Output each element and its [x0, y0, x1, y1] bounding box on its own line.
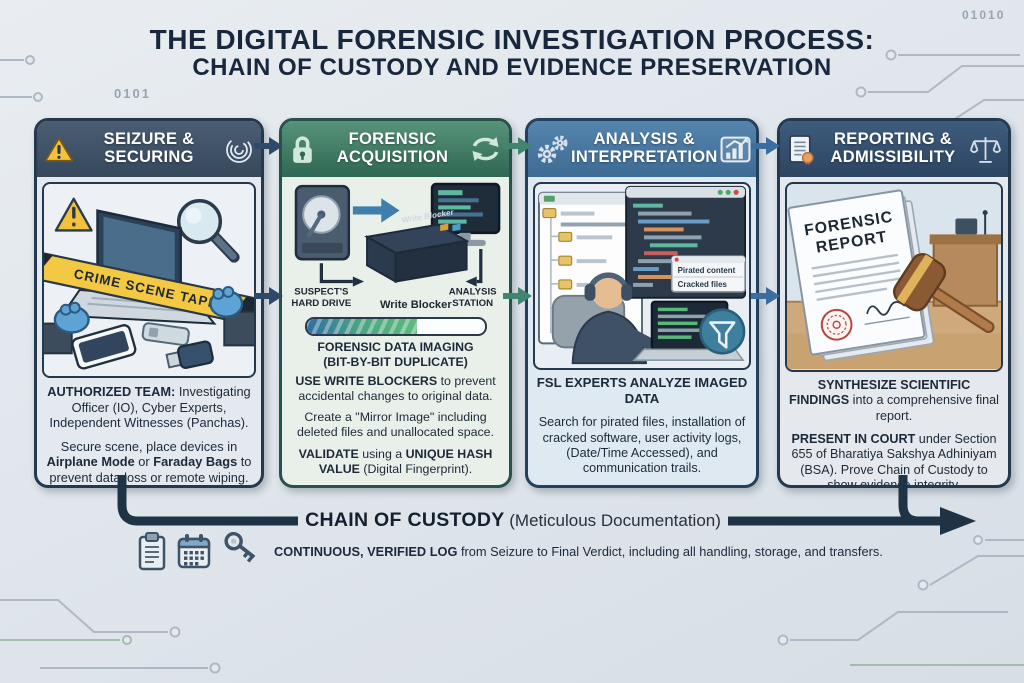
- station-label-line2: STATION: [452, 298, 493, 309]
- usb-stick-flat: [141, 322, 190, 346]
- document-seal-icon: [787, 134, 816, 165]
- forensic-report-stack: FORENSIC REPORT: [787, 189, 935, 362]
- arrow-step3-to-step4-top: [751, 137, 780, 155]
- panel1-paragraph-1: AUTHORIZED TEAM: Investigating Officer (…: [47, 384, 251, 431]
- panel3-title: ANALYSIS & INTERPRETATION: [571, 130, 718, 166]
- usb-flash-drive: [165, 340, 214, 369]
- magnifier-icon: [176, 199, 240, 263]
- log-icons: [136, 531, 260, 571]
- findings-popup: Pirated content Cracked files: [670, 255, 746, 293]
- title-line-1: THE DIGITAL FORENSIC INVESTIGATION PROCE…: [149, 24, 875, 55]
- chain-arrowhead: [940, 507, 976, 535]
- imaging-caption-line2: (BIT-BY-BIT DUPLICATE): [323, 354, 468, 369]
- panel3-illustration: Pirated content Cracked files: [533, 182, 751, 370]
- panel-analysis-interpretation: ANALYSIS & INTERPRETATION: [525, 118, 759, 488]
- padlock-icon: [289, 134, 316, 165]
- binary-text-left: 0101: [114, 86, 151, 101]
- imaging-progress-bar: [304, 317, 487, 336]
- page-title: THE DIGITAL FORENSIC INVESTIGATION PROCE…: [0, 24, 1024, 82]
- scales-of-justice-icon: [970, 134, 1001, 165]
- panel2-text: USE WRITE BLOCKERS to prevent accidental…: [282, 369, 509, 485]
- panel3-paragraph-1: Search for pirated files, installation o…: [538, 415, 746, 476]
- small-warning-icon: [54, 197, 93, 232]
- arrow-step1-to-step2-bottom: [254, 287, 283, 305]
- panel3-text: FSL EXPERTS ANALYZE IMAGED DATA Search f…: [528, 370, 756, 486]
- panel-seizure-securing: SEIZURE & SECURING: [34, 118, 264, 488]
- panel3-paragraph-2: Maintain full documentation.: [536, 485, 748, 486]
- hdd-label-line2: HARD DRIVE: [291, 298, 351, 309]
- calendar-icon: [177, 534, 211, 569]
- imaging-progress-fill: [306, 319, 417, 334]
- arrow-step3-to-step4-bottom: [751, 287, 780, 305]
- verified-log-row: CONTINUOUS, VERIFIED LOG from Seizure to…: [136, 530, 883, 572]
- panel2-illustration: Write Blocker SUSPECT'S HARD DRIVE Write…: [286, 180, 505, 312]
- panel1-text: AUTHORIZED TEAM: Investigating Officer (…: [37, 378, 261, 486]
- imaging-caption: FORENSIC DATA IMAGING (BIT-BY-BIT DUPLIC…: [282, 340, 509, 369]
- panel4-text: SYNTHESIZE SCIENTIFIC FINDINGS into a co…: [780, 372, 1008, 488]
- chain-of-custody-label: CHAIN OF CUSTODY (Meticulous Documentati…: [300, 509, 726, 532]
- smartphone: [71, 324, 137, 370]
- verified-log-text: CONTINUOUS, VERIFIED LOG from Seizure to…: [274, 543, 883, 559]
- chain-of-custody-line: [117, 475, 976, 535]
- panel2-title: FORENSIC ACQUISITION: [336, 130, 449, 166]
- panel3-heading: FSL EXPERTS ANALYZE IMAGED DATA: [536, 375, 748, 407]
- filter-funnel-icon: [699, 308, 746, 355]
- popup-line2: Cracked files: [678, 280, 728, 289]
- suspect-hard-drive: [294, 184, 351, 261]
- binary-text-top-right: 01010: [962, 8, 1006, 22]
- gloved-hand-left: [44, 301, 90, 355]
- title-line-2: CHAIN OF CUSTODY AND EVIDENCE PRESERVATI…: [192, 54, 832, 82]
- arrow-step2-to-step3-top: [503, 137, 532, 155]
- key-icon: [224, 532, 256, 563]
- panel-reporting-admissibility: REPORTING & ADMISSIBILITY: [777, 118, 1011, 488]
- elbow-arrow-left: [319, 263, 353, 284]
- panel2-paragraph-3: VALIDATE using a UNIQUE HASH VALUE (Digi…: [298, 446, 493, 476]
- panel4-paragraph-1: SYNTHESIZE SCIENTIFIC FINDINGS into a co…: [789, 378, 999, 423]
- arrow-step1-to-step2-top: [254, 137, 283, 155]
- write-blocker-label: Write Blocker: [380, 299, 452, 311]
- gloved-hand-right: [209, 285, 254, 347]
- popup-line1: Pirated content: [678, 266, 736, 275]
- gavel: [892, 253, 995, 334]
- imaging-caption-line1: FORENSIC DATA IMAGING: [317, 340, 474, 354]
- panel1-header: SEIZURE & SECURING: [37, 121, 261, 177]
- panel1-title: SEIZURE & SECURING: [103, 130, 195, 166]
- panel4-paragraph-2: PRESENT IN COURT under Section 655 of Bh…: [791, 432, 997, 488]
- hdd-label-line1: SUSPECT'S: [294, 287, 349, 298]
- panel-forensic-acquisition: FORENSIC ACQUISITION: [279, 118, 512, 488]
- panel2-paragraph-1: USE WRITE BLOCKERS to prevent accidental…: [295, 374, 496, 404]
- analyst-person: [571, 272, 670, 365]
- imaging-arrow: [352, 198, 400, 223]
- elbow-arrow-right: [476, 249, 483, 284]
- chain-subtitle: (Meticulous Documentation): [504, 511, 721, 530]
- panel1-illustration: CRIME SCENE TAPE: [42, 182, 256, 378]
- arrow-step2-to-step3-bottom: [503, 287, 532, 305]
- panel1-paragraph-2: Secure scene, place devices in Airplane …: [46, 438, 252, 486]
- station-label-line1: ANALYSIS: [449, 287, 497, 298]
- fingerprint-icon: [224, 134, 254, 164]
- panel2-header: FORENSIC ACQUISITION: [282, 121, 509, 177]
- panel4-title: REPORTING & ADMISSIBILITY: [830, 130, 956, 166]
- chain-title: CHAIN OF CUSTODY: [305, 509, 505, 531]
- panel2-paragraph-2: Create a "Mirror Image" including delete…: [296, 410, 495, 440]
- analysis-monitor: [430, 182, 501, 246]
- signature: [866, 301, 906, 316]
- official-seal: [820, 308, 853, 341]
- gears-icon: [535, 134, 569, 165]
- panel3-header: ANALYSIS & INTERPRETATION: [528, 121, 756, 177]
- clipboard-icon: [138, 532, 166, 571]
- chart-icon: [720, 136, 751, 163]
- warning-triangle-icon: [44, 136, 74, 163]
- panel4-illustration: FORENSIC REPORT: [785, 182, 1003, 372]
- panel4-header: REPORTING & ADMISSIBILITY: [780, 121, 1008, 177]
- sync-arrows-icon: [469, 135, 502, 163]
